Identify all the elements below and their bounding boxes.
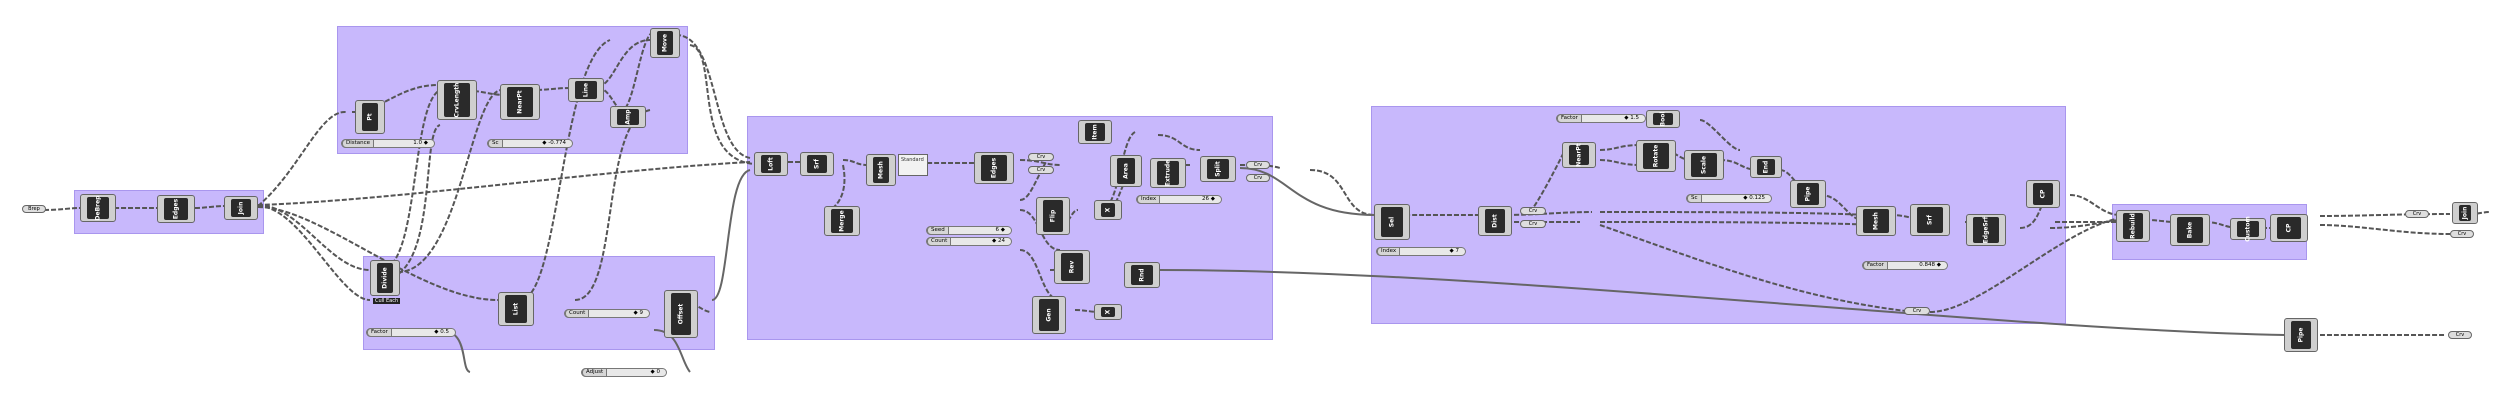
brep-param[interactable]: Brep (22, 205, 46, 213)
edges-component-2[interactable]: Edges (974, 152, 1014, 184)
factor-slider[interactable]: Factor◆ 0.5 (366, 328, 456, 337)
gen-component[interactable]: Gen (1032, 296, 1066, 334)
offset-component[interactable]: Offset (664, 290, 698, 338)
standard-panel[interactable]: Standard (898, 154, 928, 176)
count-slider[interactable]: Count◆ 9 (564, 309, 650, 318)
crv-param-e[interactable]: Crv (1904, 307, 1930, 315)
x-component-1[interactable]: X (1094, 200, 1122, 220)
nearpt-component[interactable]: NearPt (500, 84, 540, 120)
edges-component[interactable]: Edges (157, 195, 195, 223)
output-component-2[interactable]: Pipe (2284, 318, 2318, 352)
mesh-component-2[interactable]: Mesh (1856, 206, 1896, 236)
rebuild-component[interactable]: Rebuild (2116, 210, 2150, 242)
crv-param-a[interactable]: Crv (1028, 153, 1054, 161)
split-component[interactable]: Split (1200, 156, 1236, 182)
nearpt-component-2[interactable]: NearPt (1562, 142, 1596, 168)
mesh-input-component[interactable]: Mesh (866, 154, 896, 186)
factor-slider-2[interactable]: Factor◆ 1.5 (1556, 114, 1646, 123)
scale-slider[interactable]: Sc◆ -0.774 (487, 139, 573, 148)
custom-component[interactable]: Custom (2230, 216, 2266, 242)
merge-component[interactable]: Merge (824, 206, 860, 236)
bool-component[interactable]: Bool (1646, 110, 1680, 128)
edgesrf-component[interactable]: EdgeSrf (1966, 214, 2006, 246)
area-component[interactable]: Area (1110, 155, 1142, 187)
loft-component[interactable]: Loft (754, 152, 788, 176)
item-component[interactable]: Item (1078, 120, 1112, 144)
pipe-component[interactable]: Pipe (1790, 180, 1826, 208)
flip-component[interactable]: Flip (1036, 197, 1070, 235)
crv-param-b[interactable]: Crv (1028, 166, 1054, 174)
end-component[interactable]: End (1750, 156, 1782, 178)
output-component-1[interactable]: Join (2452, 202, 2478, 224)
crv-param-c[interactable]: Crv (1520, 207, 1546, 215)
cp-component[interactable]: CP (2026, 180, 2060, 208)
rotate-component[interactable]: Rotate (1636, 140, 1676, 172)
x-component-2[interactable]: X (1094, 304, 1122, 320)
crv-param-d[interactable]: Crv (1520, 220, 1546, 228)
scale-slider-2[interactable]: Sc◆ 0.125 (1686, 194, 1772, 203)
amp-component[interactable]: Amp (610, 106, 646, 128)
rev-component[interactable]: Rev (1054, 250, 1090, 284)
debrep-component[interactable]: DeBrep (80, 194, 116, 222)
crv-output-1[interactable]: Crv (2405, 210, 2429, 218)
crv-out-2[interactable]: Crv (1246, 174, 1270, 182)
sel-component[interactable]: Sel (1374, 204, 1410, 240)
list-component[interactable]: List (498, 292, 534, 326)
srf-component-2[interactable]: Srf (1910, 204, 1950, 236)
scale-component[interactable]: Scale (1684, 150, 1724, 180)
pt-component[interactable]: Pt (355, 100, 385, 134)
crv-out-1[interactable]: Crv (1246, 161, 1270, 169)
crv-output-2[interactable]: Crv (2450, 230, 2474, 238)
rnd-component[interactable]: Rnd (1124, 262, 1160, 288)
adjust-slider[interactable]: Adjust◆ 0 (581, 368, 667, 377)
srf-component[interactable]: Srf (800, 152, 834, 176)
line-component[interactable]: Line (568, 78, 604, 102)
crvlength-component[interactable]: CrvLength (437, 80, 477, 120)
move-component[interactable]: Move (650, 28, 680, 58)
extrude-component[interactable]: Extrude (1150, 158, 1186, 188)
cp-component-2[interactable]: CP (2270, 214, 2308, 242)
dist-component[interactable]: Dist (1478, 206, 1512, 236)
count-slider-2[interactable]: Count◆ 24 (926, 237, 1012, 246)
join-component[interactable]: Join (224, 196, 258, 220)
index-slider-2[interactable]: Index◆ 7 (1376, 247, 1466, 256)
crv-output-3[interactable]: Crv (2448, 331, 2472, 339)
bake-component[interactable]: Bake (2170, 214, 2210, 246)
